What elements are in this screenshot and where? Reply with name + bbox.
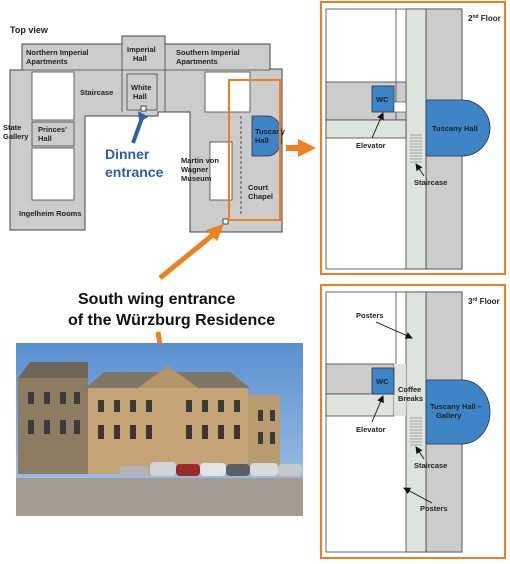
third-floor-posters-bottom-arrow	[403, 487, 433, 504]
top-view-title: Top view	[10, 25, 49, 35]
main-top-view-plan: Top view Northern Imperial Apartments Im…	[3, 25, 316, 452]
third-floor-posters-bottom-label: Posters	[420, 504, 448, 513]
third-floor-tuscany-gallery-label: Tuscany Hall – Gallery	[430, 402, 484, 420]
third-floor-elevator-label: Elevator	[356, 425, 386, 434]
third-floor-staircase-label: Staircase	[414, 461, 447, 470]
third-floor-posters-top-label: Posters	[356, 311, 384, 320]
orange-arrow-right-head	[298, 139, 316, 157]
orange-arrow-right-body	[286, 145, 300, 151]
dinner-entrance-door	[140, 105, 147, 112]
second-floor-wc-label: WC	[376, 95, 389, 104]
third-floor-wc-label: WC	[376, 377, 389, 386]
third-floor-wc-room	[371, 367, 395, 395]
third-floor-elevator-arrow	[371, 395, 384, 423]
imperial-hall-label: Imperial Hall	[127, 45, 158, 63]
southern-apartments-label: Southern Imperial Apartments	[176, 48, 242, 66]
state-gallery-label: State Gallery	[3, 123, 29, 141]
white-hall-label: White Hall	[131, 83, 154, 101]
dinner-entrance-label: Dinner entrance	[105, 146, 164, 180]
staircase-label: Staircase	[80, 88, 113, 97]
third-floor-panel: 3rd Floor Posters WC Coffee Breaks Tusca…	[320, 284, 506, 559]
second-floor-panel: 2nd Floor WC Tuscany Hall Elevator Stair…	[320, 1, 506, 275]
residence-photo	[16, 343, 303, 516]
west-courtyard-north	[31, 71, 75, 121]
tuscany-hall-label: Tuscany Hall	[255, 127, 287, 145]
martin-von-wagner-museum-label: Martin von Wagner Museum	[181, 156, 221, 183]
south-wing-door	[222, 218, 229, 225]
dinner-entrance-arrow-line	[131, 117, 144, 144]
west-courtyard-south	[31, 147, 75, 201]
second-floor-title: 2nd Floor	[468, 14, 501, 23]
court-chapel-label: Court Chapel	[248, 183, 273, 201]
third-floor-title: 3rd Floor	[468, 297, 500, 306]
third-floor-coffee-breaks-label: Coffee Breaks	[398, 385, 423, 403]
highlight-box	[228, 79, 281, 221]
second-floor-tuscany-hall-room	[425, 99, 491, 157]
orange-arrow-diag-line	[158, 232, 216, 280]
ingelheim-rooms-label: Ingelheim Rooms	[19, 209, 82, 218]
princes-hall-label: Princes' Hall	[38, 125, 69, 143]
second-floor-staircase-arrow	[415, 163, 425, 177]
second-floor-tuscany-hall-label: Tuscany Hall	[432, 124, 478, 133]
second-floor-staircase-label: Staircase	[414, 178, 447, 187]
east-courtyard-north	[204, 71, 251, 113]
third-floor-tuscany-gallery-room	[425, 379, 491, 445]
third-floor-staircase-arrow	[415, 446, 425, 460]
third-floor-posters-top-arrow	[375, 321, 413, 339]
orange-arrow-diag-head	[206, 224, 224, 241]
second-floor-wc-room	[371, 85, 395, 113]
northern-apartments-label: Northern Imperial Apartments	[26, 48, 91, 66]
east-courtyard-south	[209, 141, 233, 201]
dinner-entrance-arrowhead	[138, 111, 149, 123]
south-wing-entrance-label: South wing entrance of the Würzburg Resi…	[68, 291, 275, 329]
tuscany-hall-room	[251, 115, 283, 157]
white-hall-room	[126, 73, 158, 111]
second-floor-elevator-label: Elevator	[356, 141, 386, 150]
second-floor-elevator-arrow	[371, 112, 384, 139]
princes-hall-room	[31, 121, 75, 147]
